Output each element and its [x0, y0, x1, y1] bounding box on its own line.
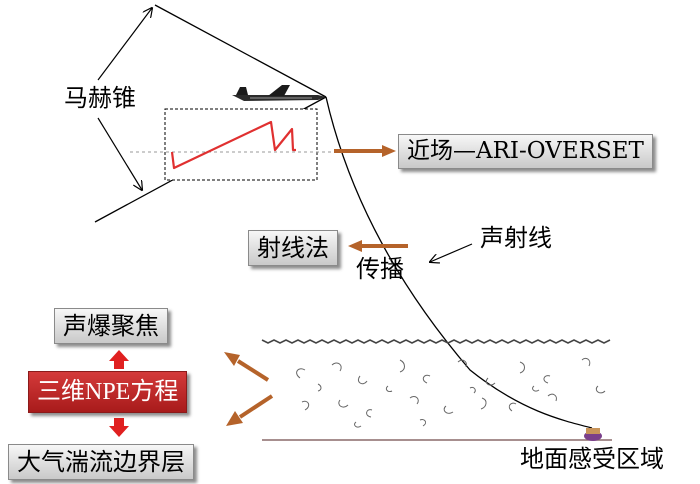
acoustic-ray-label: 声射线 — [480, 224, 552, 252]
mach-cone-pointer-up — [97, 8, 152, 81]
ground-receiver-icon — [584, 428, 602, 441]
ground-receiving-area-label: 地面感受区域 — [520, 445, 664, 473]
boom-focusing-box: 声爆聚焦 — [54, 308, 168, 344]
ray-method-box: 射线法 — [248, 230, 338, 266]
aircraft-icon — [232, 85, 326, 101]
propagation-label: 传播 — [356, 255, 404, 283]
turbulence-region — [261, 339, 611, 428]
arrow-turbulence-to-npe-upper — [224, 352, 270, 382]
acoustic-ray-curve — [325, 96, 593, 429]
npe-equation-box: 三维NPE方程 — [28, 371, 188, 413]
mach-cone-pointer-down — [97, 117, 142, 190]
mach-cone-upper-line — [154, 4, 327, 98]
arrow-turbulence-to-npe-lower — [226, 394, 274, 426]
mach-cone-label: 马赫锥 — [64, 84, 136, 112]
near-field-box: 近场—ARI-OVERSET — [398, 134, 653, 169]
arrow-to-near-field — [334, 145, 396, 157]
near-field-signature-inset — [130, 108, 335, 181]
acoustic-ray-pointer — [430, 243, 473, 262]
arrow-to-ray-method — [348, 240, 408, 252]
arrow-npe-to-focusing — [109, 350, 129, 369]
arrow-npe-to-boundary-layer — [109, 418, 129, 437]
boundary-layer-box: 大气湍流边界层 — [8, 444, 194, 480]
